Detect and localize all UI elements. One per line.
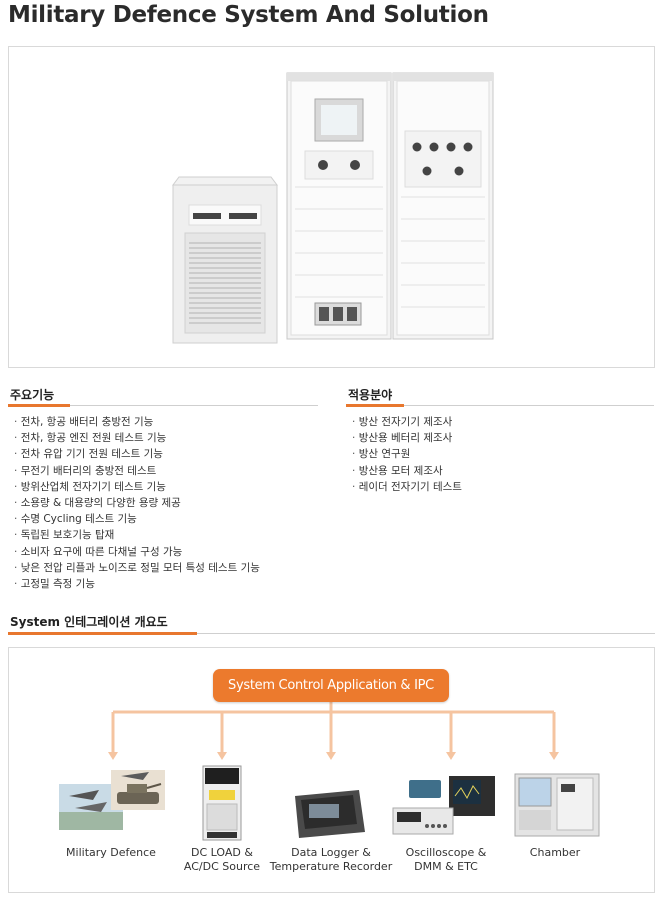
page-title: Military Defence System And Solution	[8, 2, 489, 28]
integration-heading-rule	[8, 633, 655, 634]
features-heading-rule	[8, 405, 318, 406]
feature-item: 전차, 항공 엔진 전원 테스트 기능	[14, 430, 324, 446]
dc-load-image	[202, 765, 242, 841]
applications-heading-rule	[346, 405, 654, 406]
feature-item: 수명 Cycling 테스트 기능	[14, 511, 324, 527]
features-heading-accent	[8, 404, 70, 407]
applications-heading-accent	[346, 404, 404, 407]
tall-cabinet-left	[286, 72, 392, 340]
integration-heading-accent	[8, 632, 197, 635]
feature-item: 무전기 배터리의 충방전 테스트	[14, 463, 324, 479]
applications-list: 방산 전자기기 제조사방산용 베터리 제조사방산 연구원방산용 모터 제조사레이…	[352, 414, 652, 495]
tall-cabinet-right	[392, 72, 494, 340]
application-item: 방산 연구원	[352, 446, 652, 462]
test-system-cabinets-image	[172, 72, 494, 344]
system-control-application-button[interactable]: System Control Application & IPC	[213, 669, 449, 702]
features-list: 전차, 항공 배터리 충방전 기능전차, 항공 엔진 전원 테스트 기능전차 유…	[14, 414, 324, 592]
node-label-military-defence: Military Defence	[66, 846, 156, 859]
small-cabinet	[172, 176, 278, 344]
feature-item: 전차, 항공 배터리 충방전 기능	[14, 414, 324, 430]
chamber-image	[514, 773, 600, 837]
application-item: 방산용 베터리 제조사	[352, 430, 652, 446]
node-label-data-logger: Data Logger & Temperature Recorder	[269, 846, 393, 873]
feature-item: 소비자 요구에 따른 다채널 구성 가능	[14, 544, 324, 560]
feature-item: 낮은 전압 리플과 노이즈로 정밀 모터 특성 테스트 기능	[14, 560, 324, 576]
product-image-frame	[8, 46, 655, 368]
feature-item: 독립된 보호기능 탑재	[14, 527, 324, 543]
feature-item: 방위산업체 전자기기 테스트 기능	[14, 479, 324, 495]
oscilloscope-dmm-image	[392, 776, 495, 835]
integration-heading: System 인테그레이션 개요도	[10, 615, 168, 629]
integration-diagram: System Control Application & IPC Militar…	[8, 647, 655, 893]
diagram-connectors	[59, 702, 600, 841]
feature-item: 고정밀 측정 기능	[14, 576, 324, 592]
node-label-oscilloscope: Oscilloscope & DMM & ETC	[405, 846, 487, 873]
applications-heading: 적용분야	[348, 388, 393, 402]
feature-item: 소용량 & 대용량의 다양한 용량 제공	[14, 495, 324, 511]
data-logger-image	[295, 790, 365, 838]
application-item: 방산 전자기기 제조사	[352, 414, 652, 430]
application-item: 방산용 모터 제조사	[352, 463, 652, 479]
application-item: 레이더 전자기기 테스트	[352, 479, 652, 495]
military-defence-image	[59, 770, 165, 830]
node-label-dc-load: DC LOAD & AC/DC Source	[183, 846, 261, 873]
feature-item: 전차 유압 기기 전원 테스트 기능	[14, 446, 324, 462]
node-label-chamber: Chamber	[529, 846, 581, 859]
features-heading: 주요기능	[10, 388, 55, 402]
